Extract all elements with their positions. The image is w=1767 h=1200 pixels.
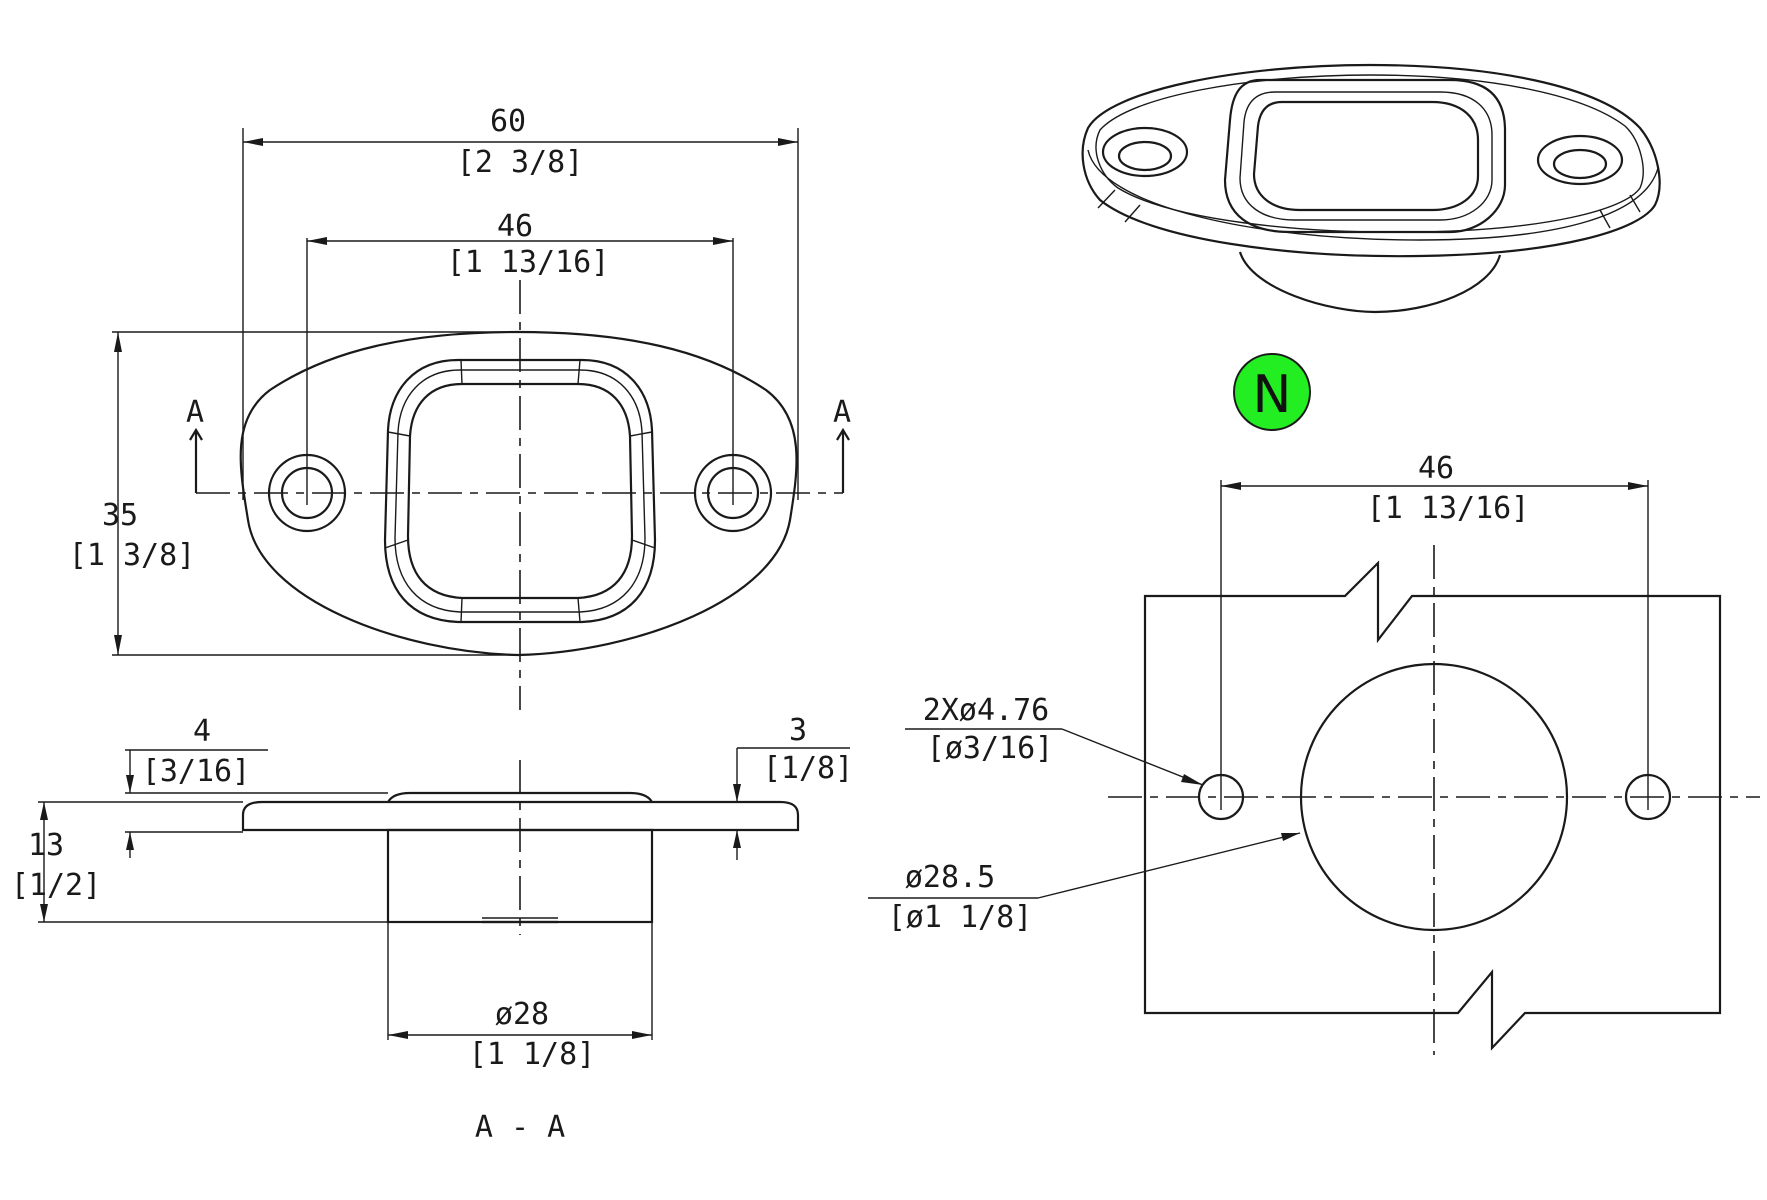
cutout-view: 46 [1 13/16] 2Xø4.76 [ø3/16] ø28.5 [ø1 1… bbox=[868, 451, 1760, 1055]
iso-flange-edge bbox=[1087, 149, 1659, 241]
boss-outer bbox=[383, 358, 657, 624]
n-badge-letter: N bbox=[1253, 365, 1292, 425]
dim-hole-spacing-cutout: 46 [1 13/16] bbox=[1221, 451, 1648, 526]
top-view: A A 60 [2 3/8] 46 [1 13/16] bbox=[69, 104, 851, 710]
dim-flange-thickness-in: [1/8] bbox=[763, 751, 853, 786]
iso-right-hole-inner bbox=[1552, 148, 1608, 180]
boss-facet-lines bbox=[384, 359, 656, 623]
section-label: A - A bbox=[475, 1110, 565, 1145]
dim-bore-diameter-mm: ø28 bbox=[495, 997, 549, 1032]
dim-hole-spacing-top-in: [1 13/16] bbox=[447, 245, 610, 280]
dim-hole-spacing-top-mm: 46 bbox=[497, 209, 533, 244]
dim-mount-holes: 2Xø4.76 [ø3/16] bbox=[905, 693, 1204, 786]
iso-left-hole-outer bbox=[1101, 126, 1189, 178]
section-mark-right: A bbox=[833, 395, 851, 430]
dim-total-height-mm: 13 bbox=[28, 828, 64, 863]
dim-flange-offset: 4 [3/16] bbox=[125, 714, 388, 858]
dim-flange-offset-in: [3/16] bbox=[142, 754, 250, 789]
dim-height-mm: 35 bbox=[102, 498, 138, 533]
dim-cutout-diameter-in: [ø1 1/8] bbox=[888, 900, 1033, 935]
dim-total-height-in: [1/2] bbox=[11, 868, 101, 903]
dim-flange-thickness-mm: 3 bbox=[789, 713, 807, 748]
dim-overall-width: 60 [2 3/8] bbox=[242, 104, 799, 500]
dim-mount-holes-mm: 2Xø4.76 bbox=[923, 693, 1049, 728]
iso-boss-inner bbox=[1239, 91, 1493, 221]
dim-cutout-diameter: ø28.5 [ø1 1/8] bbox=[868, 832, 1301, 935]
dim-total-height: 13 [1/2] bbox=[11, 801, 388, 923]
iso-boss-top bbox=[1252, 100, 1480, 212]
dim-bore-diameter: ø28 [1 1/8] bbox=[387, 922, 653, 1072]
iso-left-hole-inner bbox=[1117, 140, 1173, 172]
n-badge: N bbox=[1233, 353, 1311, 431]
dim-bore-diameter-in: [1 1/8] bbox=[469, 1037, 595, 1072]
panel-outline bbox=[1143, 560, 1722, 1051]
iso-flange-outer bbox=[1081, 63, 1661, 258]
iso-flange-facets bbox=[1097, 189, 1641, 229]
boss-mid bbox=[394, 369, 646, 613]
dim-hole-spacing-top: 46 [1 13/16] bbox=[307, 209, 733, 280]
dim-flange-thickness: 3 [1/8] bbox=[733, 713, 853, 860]
iso-boss-outer bbox=[1223, 78, 1507, 234]
dim-cutout-diameter-mm: ø28.5 bbox=[905, 860, 995, 895]
dim-overall-width-mm: 60 bbox=[490, 104, 526, 139]
iso-bottom-boss bbox=[1238, 251, 1502, 314]
section-mark-left: A bbox=[186, 395, 204, 430]
isometric-view bbox=[1081, 63, 1661, 314]
section-flange bbox=[241, 800, 800, 832]
dim-hole-spacing-cutout-mm: 46 bbox=[1418, 451, 1454, 486]
dim-hole-spacing-cutout-in: [1 13/16] bbox=[1367, 491, 1530, 526]
iso-right-hole-outer bbox=[1536, 134, 1624, 186]
dim-flange-offset-mm: 4 bbox=[193, 714, 211, 749]
dim-overall-width-in: [2 3/8] bbox=[457, 145, 583, 180]
section-boss-top bbox=[387, 791, 653, 803]
section-view: 4 [3/16] 3 [1/8] 13 [1/2] bbox=[11, 713, 853, 1145]
dim-mount-holes-in: [ø3/16] bbox=[927, 731, 1053, 766]
cutout-circle bbox=[1299, 662, 1569, 932]
dim-height-in: [1 3/8] bbox=[69, 538, 195, 573]
n-badge-circle bbox=[1233, 353, 1311, 431]
dim-height: 35 [1 3/8] bbox=[69, 331, 520, 656]
